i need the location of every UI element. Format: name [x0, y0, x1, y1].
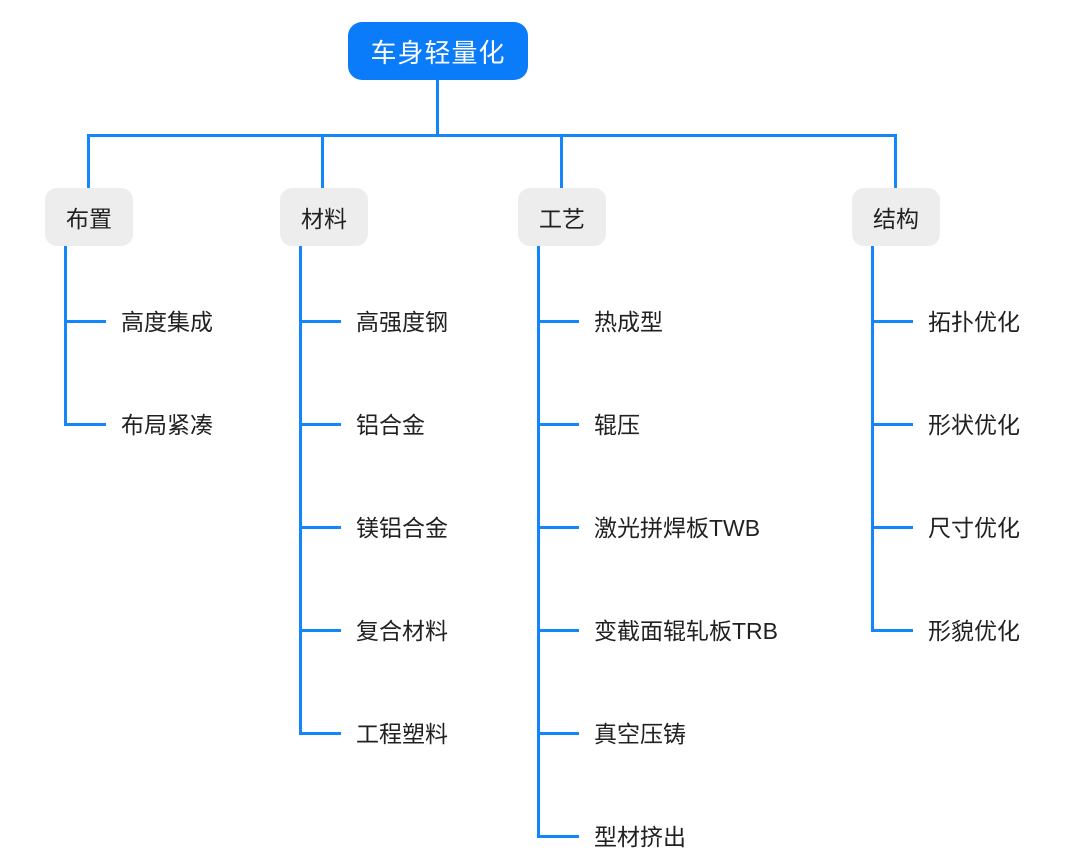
connector-trunk-arrangement: [64, 246, 67, 426]
connector-tick: [871, 320, 913, 323]
child-topic[interactable]: 变截面辊轧板TRB: [594, 618, 778, 644]
connector-drop-materials: [321, 134, 324, 188]
child-topic[interactable]: 真空压铸: [594, 721, 686, 747]
connector-drop-process: [560, 134, 563, 188]
child-topic[interactable]: 铝合金: [356, 412, 425, 438]
child-topic[interactable]: 辊压: [594, 412, 640, 438]
child-topic[interactable]: 拓扑优化: [928, 309, 1020, 335]
child-topic[interactable]: 复合材料: [356, 618, 448, 644]
child-topic[interactable]: 工程塑料: [356, 721, 448, 747]
connector-tick: [871, 423, 913, 426]
branch-node-arrangement[interactable]: 布置: [45, 188, 133, 246]
child-topic[interactable]: 镁铝合金: [356, 515, 448, 541]
root-node[interactable]: 车身轻量化: [348, 22, 528, 80]
connector-tick: [299, 732, 341, 735]
connector-tick: [537, 526, 579, 529]
connector-top-rail: [87, 134, 897, 137]
connector-tick: [537, 423, 579, 426]
child-topic[interactable]: 高强度钢: [356, 309, 448, 335]
child-topic[interactable]: 激光拼焊板TWB: [594, 515, 761, 541]
connector-trunk-process: [537, 246, 540, 838]
connector-root-drop: [436, 80, 439, 134]
child-topic[interactable]: 形状优化: [928, 412, 1020, 438]
branch-node-materials[interactable]: 材料: [280, 188, 368, 246]
child-topic[interactable]: 热成型: [594, 309, 663, 335]
connector-tick: [537, 320, 579, 323]
child-topic[interactable]: 布局紧凑: [121, 412, 213, 438]
connector-tick: [64, 423, 106, 426]
connector-tick: [299, 526, 341, 529]
connector-drop-arrangement: [87, 134, 90, 188]
child-topic[interactable]: 形貌优化: [928, 618, 1020, 644]
connector-tick: [537, 629, 579, 632]
connector-tick: [64, 320, 106, 323]
connector-tick: [537, 835, 579, 838]
connector-trunk-structure: [871, 246, 874, 632]
connector-tick: [299, 423, 341, 426]
branch-node-structure[interactable]: 结构: [852, 188, 940, 246]
child-topic[interactable]: 尺寸优化: [928, 515, 1020, 541]
child-topic[interactable]: 型材挤出: [594, 824, 686, 850]
branch-node-process[interactable]: 工艺: [518, 188, 606, 246]
connector-tick: [871, 526, 913, 529]
child-topic[interactable]: 高度集成: [121, 309, 213, 335]
connector-tick: [299, 320, 341, 323]
connector-trunk-materials: [299, 246, 302, 735]
connector-tick: [537, 732, 579, 735]
connector-tick: [871, 629, 913, 632]
connector-drop-structure: [894, 134, 897, 188]
connector-tick: [299, 629, 341, 632]
